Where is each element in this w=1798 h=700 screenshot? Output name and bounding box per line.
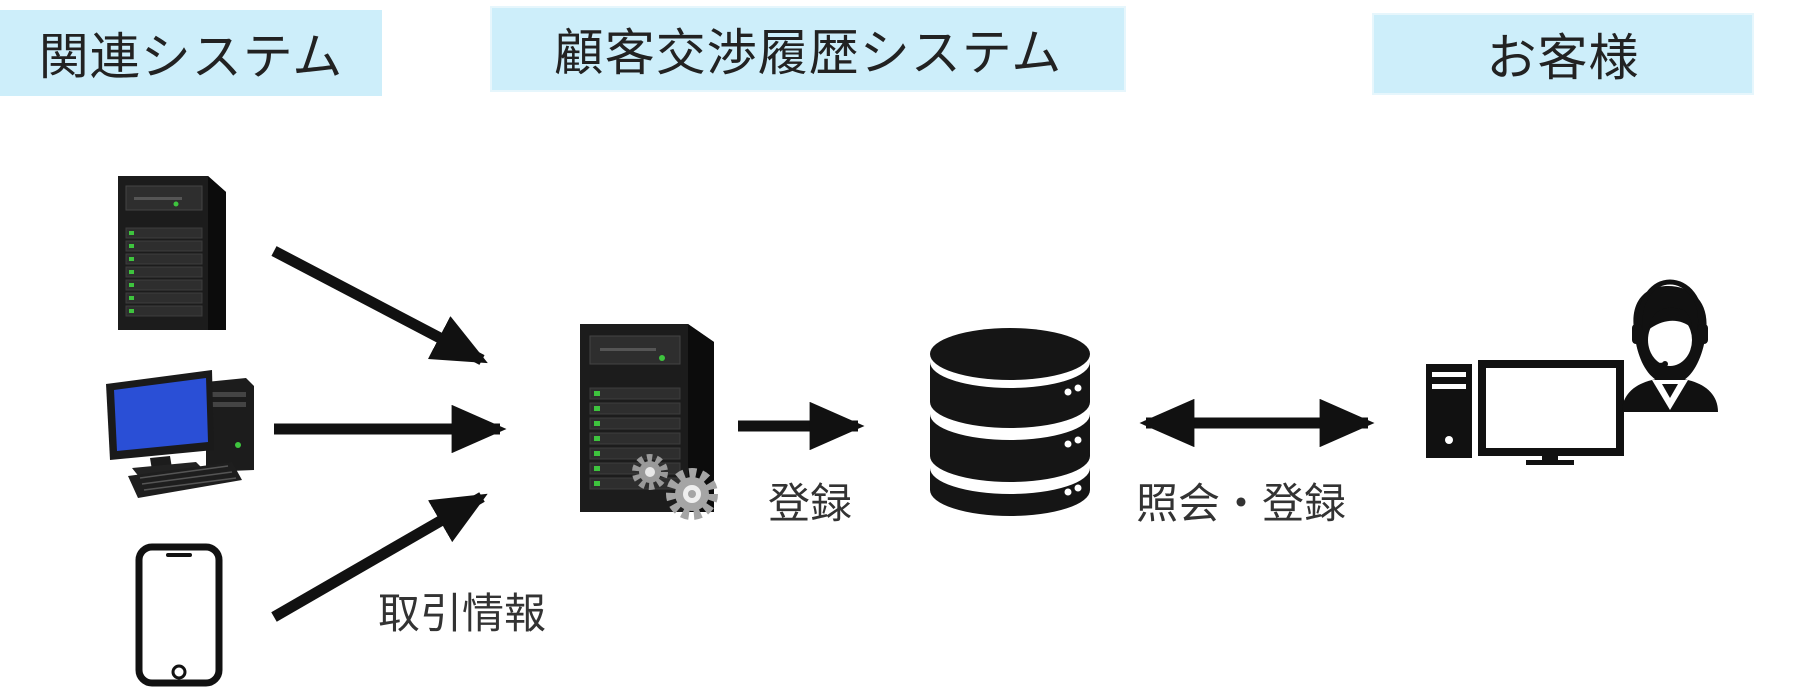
header-interaction-history-system-label: 顧客交渉履歴システム [553,24,1063,82]
gear-small-icon [632,454,668,490]
central-server-icon [580,324,714,512]
header-customer: お客様 [1372,13,1754,95]
header-related-systems: 関連システム [0,10,382,96]
source-desktop-icon [106,370,254,498]
register-label: 登録 [768,479,853,528]
source-server-icon [118,176,226,330]
database-icon [930,328,1090,516]
operator-pc-icon [1426,360,1624,465]
transaction-info-label: 取引情報 [378,589,547,638]
gear-large-icon [666,468,718,520]
header-related-systems-label: 関連システム [38,28,344,86]
arrow-server-to-system [271,246,488,365]
header-customer-label: お客様 [1486,29,1640,87]
source-phone-icon [135,543,223,687]
operator-icon [1622,279,1718,412]
arrow-phone-to-system [271,492,488,622]
query-register-label: 照会・登録 [1136,479,1347,528]
header-interaction-history-system: 顧客交渉履歴システム [490,6,1126,92]
